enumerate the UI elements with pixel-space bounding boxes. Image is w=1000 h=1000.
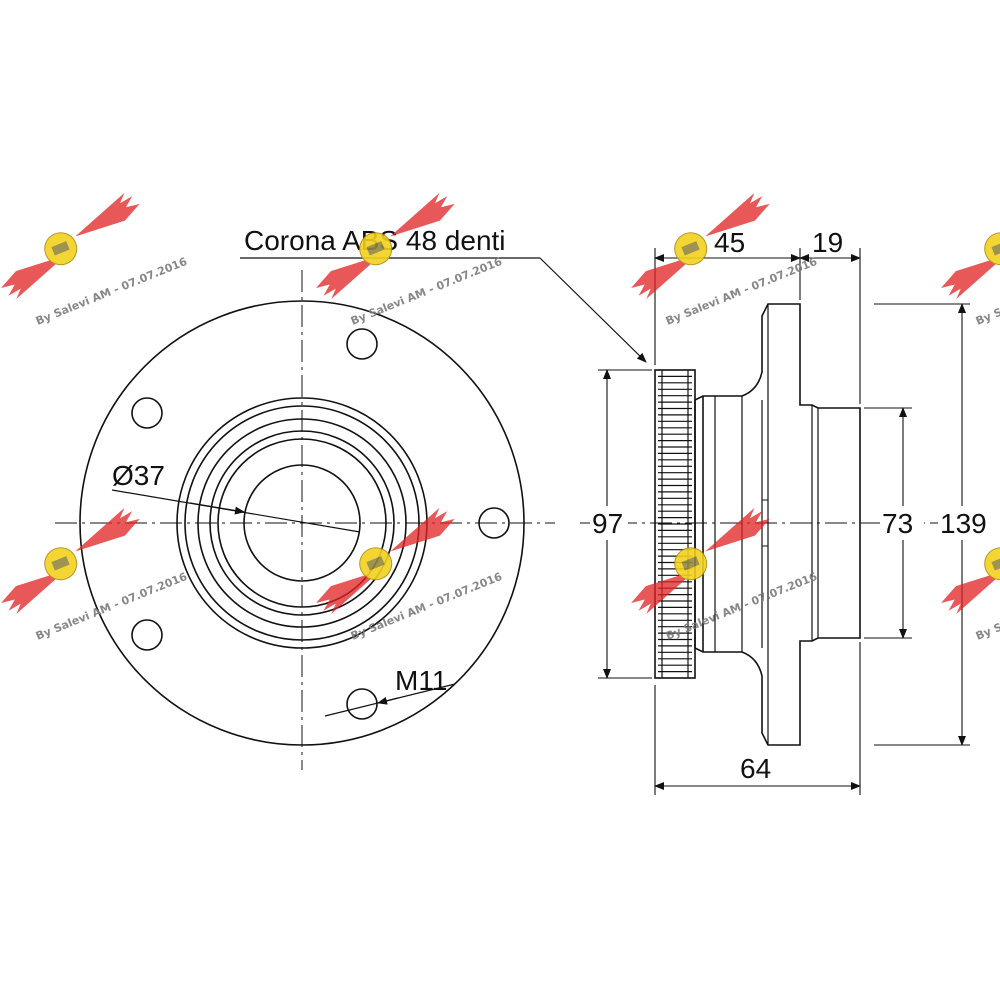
dim-139-label: 139: [940, 508, 987, 539]
bore-dim-label: Ø37: [112, 460, 165, 491]
svg-text:By Salevi AM - 07.07.2016: By Salevi AM - 07.07.2016: [34, 570, 189, 643]
hub-body-outline: [694, 303, 861, 746]
flange-outline: [79, 300, 525, 746]
dimension-labels: Corona ABS 48 denti Ø37 M11 97 73 139 45…: [112, 225, 990, 784]
hub-ring-3: [197, 418, 407, 628]
watermark-logo: By Salevi AM - 07.07.2016: [631, 507, 819, 643]
dim-19-label: 19: [812, 227, 843, 258]
hub-ring-4: [209, 430, 395, 616]
bolt-hole: [346, 328, 378, 360]
bolt-hole: [131, 397, 163, 429]
front-view: [55, 270, 555, 770]
watermark-logo: By Salevi AM - 07.07.2016: [1, 192, 189, 328]
bore-circle: [243, 464, 361, 582]
watermark-logo: By Salevi AM - 07.07.2016: [1, 507, 189, 643]
watermark-logo: By Salevi AM - 07.07.2016: [941, 232, 1000, 328]
svg-text:By Salevi AM - 07.07.2016: By Salevi AM - 07.07.2016: [34, 255, 189, 328]
svg-text:By Salevi AM - 07.07.2016: By Salevi AM - 07.07.2016: [664, 255, 819, 328]
dim-64-label: 64: [740, 753, 771, 784]
bolt-hole: [478, 507, 510, 539]
hub-ring-5: [217, 438, 387, 608]
svg-text:By Salevi AM - 07.07.2016: By Salevi AM - 07.07.2016: [349, 255, 504, 328]
thread-dim-arrow: [377, 696, 399, 705]
hub-ring-2: [184, 405, 420, 641]
bore-dim-arrow: [189, 502, 245, 515]
thread-dim-label: M11: [395, 665, 447, 696]
dim-73-label: 73: [882, 508, 913, 539]
dim-97-label: 97: [592, 508, 623, 539]
svg-text:By Salevi AM - 07.07.2016: By Salevi AM - 07.07.2016: [349, 570, 504, 643]
side-view: [580, 303, 990, 746]
bolt-hole: [131, 619, 163, 651]
abs-leader: [240, 257, 647, 363]
bolt-hole: [346, 688, 378, 720]
dim-45-label: 45: [714, 227, 745, 258]
